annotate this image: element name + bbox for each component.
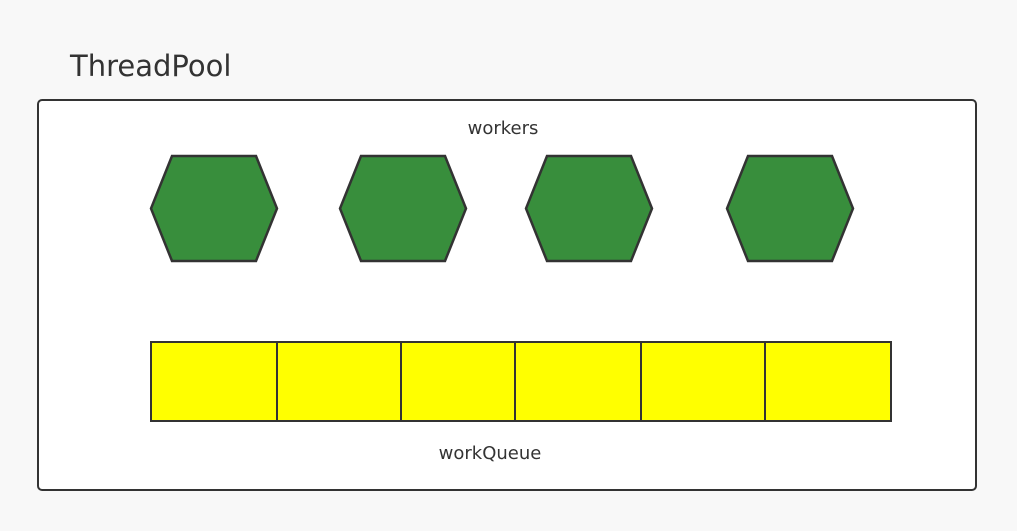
queue-slot-6	[764, 341, 892, 422]
queue-slot-5	[640, 341, 766, 422]
worker-hexagon-3	[524, 154, 654, 263]
worker-hexagon-4	[725, 154, 855, 263]
workqueue-label: workQueue	[438, 443, 542, 464]
queue-slot-2	[276, 341, 402, 422]
worker-hexagon-2	[338, 154, 468, 263]
queue-slot-4	[514, 341, 642, 422]
queue-slot-1	[150, 341, 278, 422]
work-queue	[150, 341, 892, 422]
queue-slot-3	[400, 341, 516, 422]
diagram-title: ThreadPool	[70, 49, 232, 83]
worker-hexagon-1	[149, 154, 279, 263]
workers-label: workers	[467, 118, 539, 139]
